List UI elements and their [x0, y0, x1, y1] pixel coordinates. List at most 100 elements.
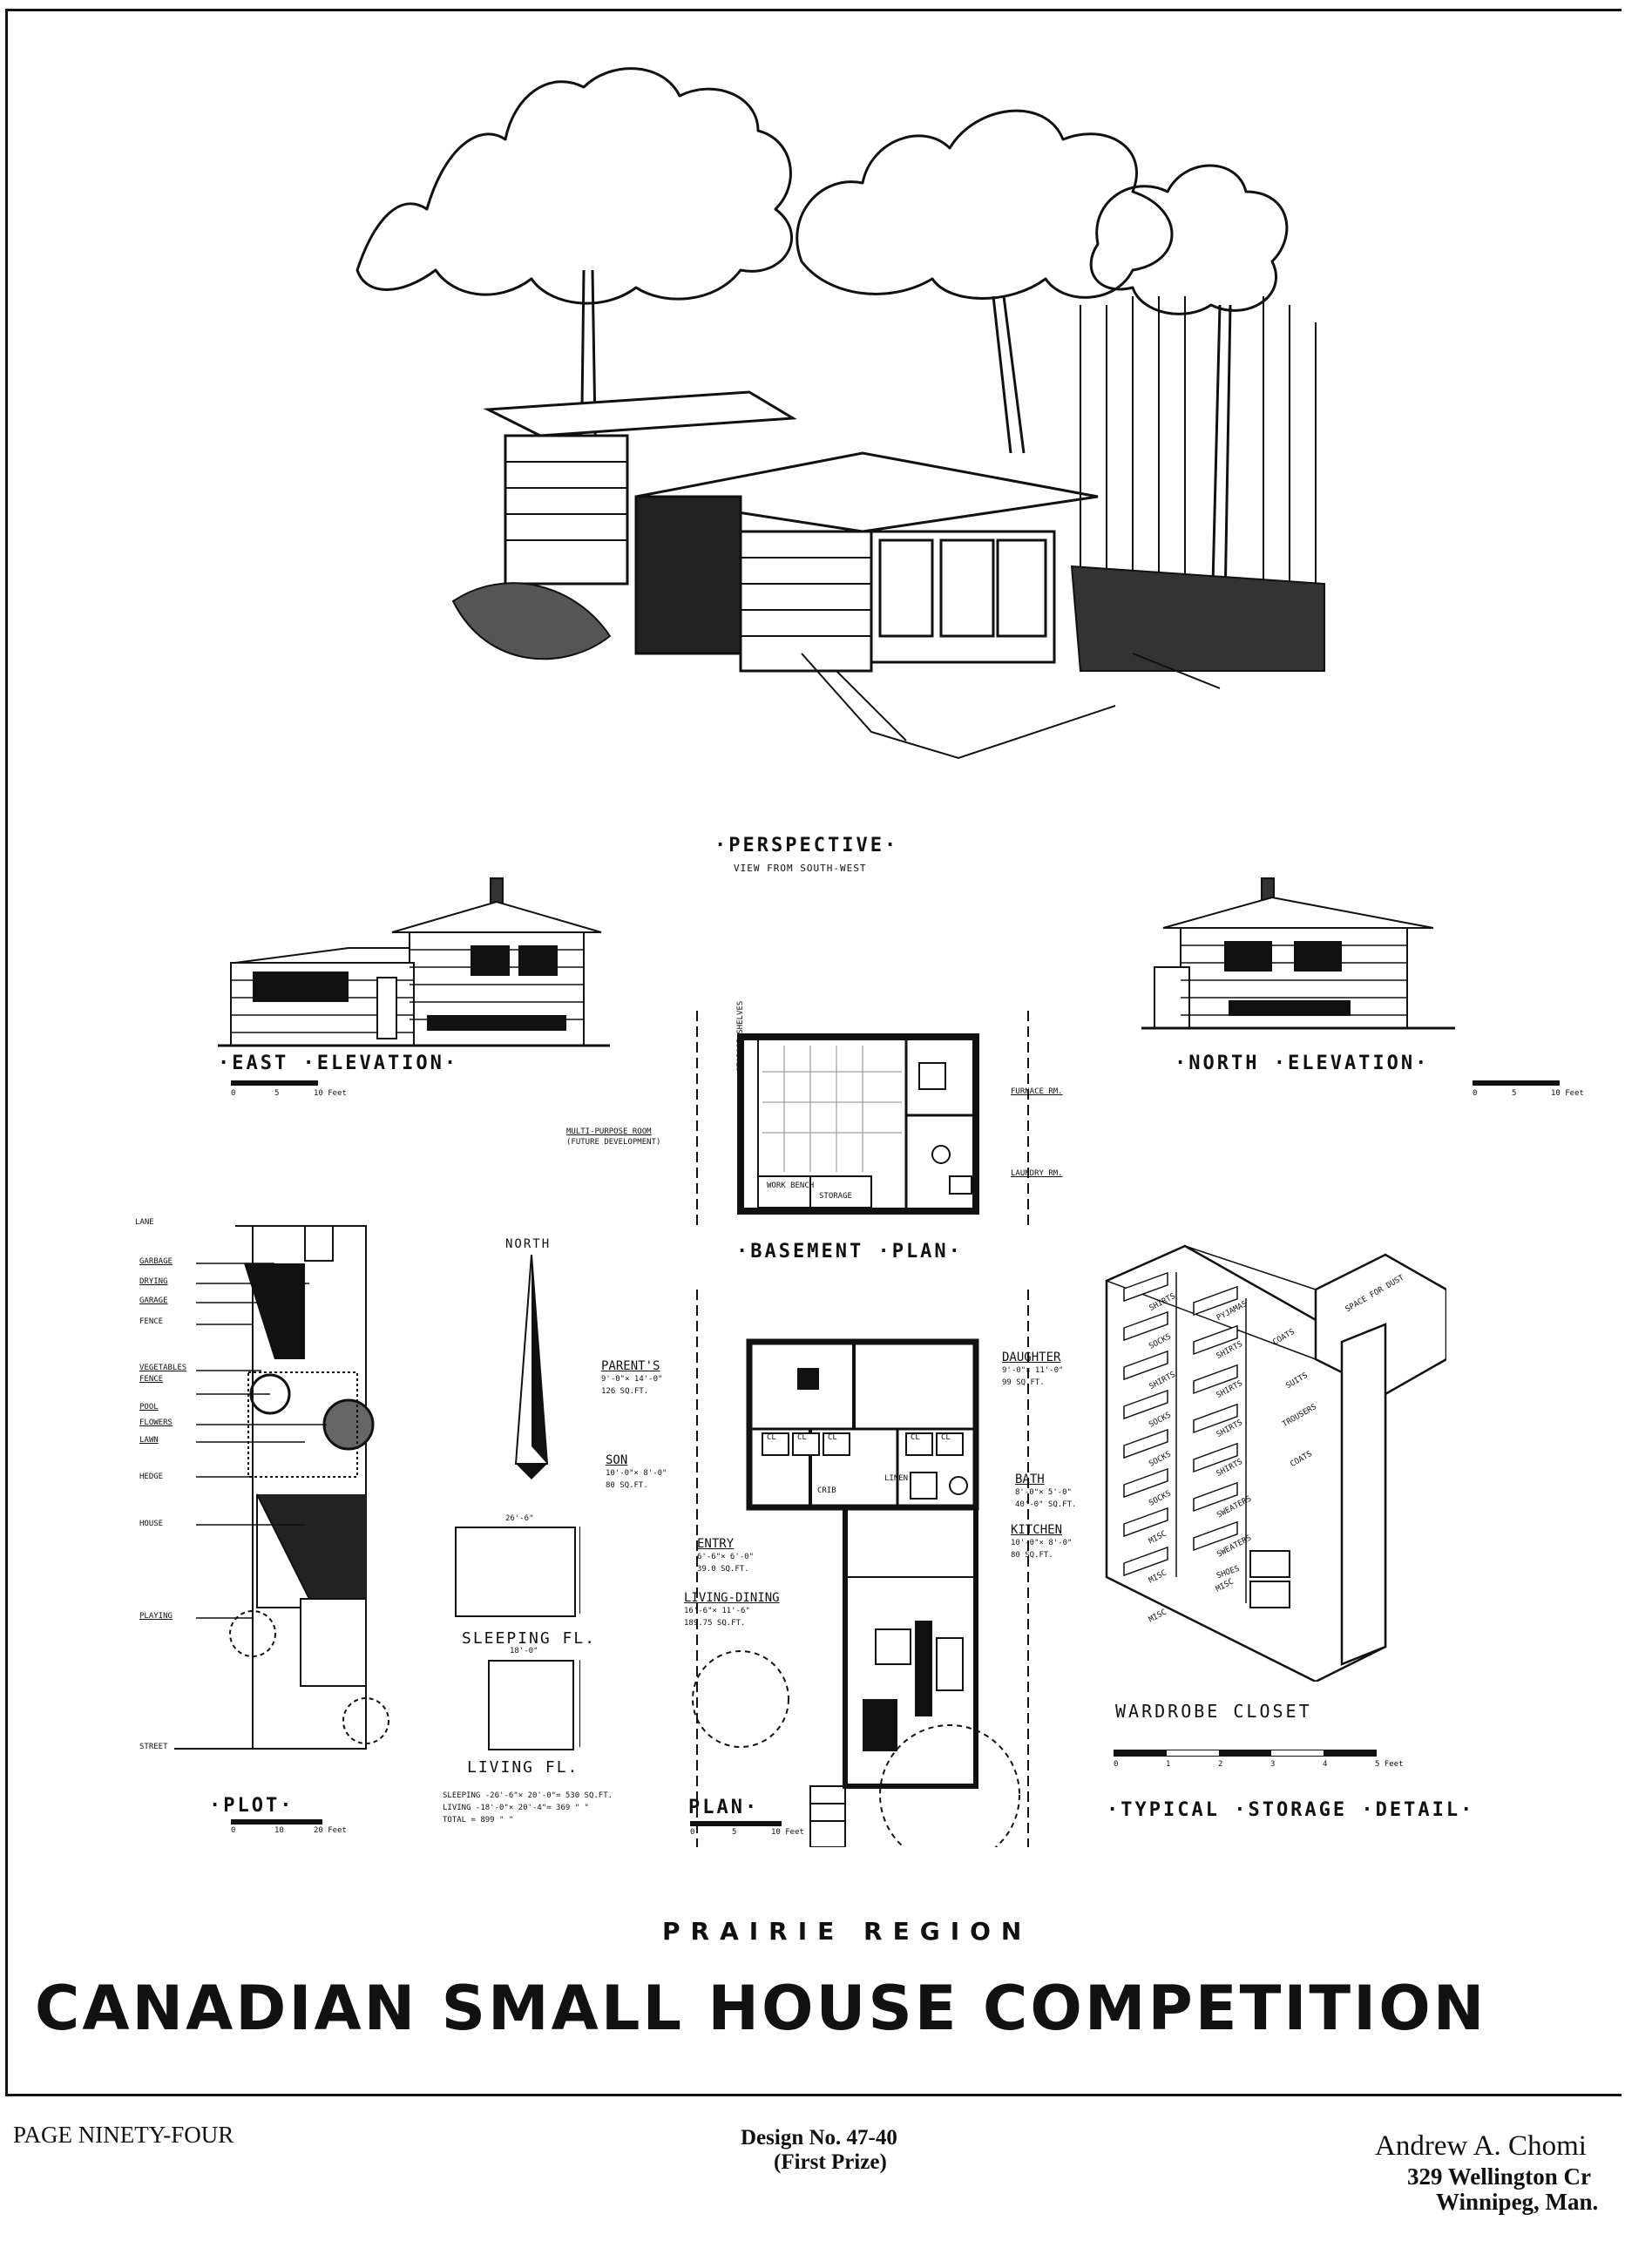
room-son-area: 80 SQ.FT.	[606, 1481, 648, 1490]
closet-label: CL	[911, 1433, 920, 1442]
north-arrow-icon	[514, 1255, 549, 1479]
basement-label-future: (FUTURE DEVELOPMENT)	[566, 1138, 661, 1147]
north-elevation-drawing	[1141, 877, 1455, 1030]
scale-label: 20 Feet	[314, 1826, 347, 1835]
main-floor-plan-drawing	[692, 1290, 1029, 1847]
basement-label-laundry: LAUNDRY RM.	[1011, 1169, 1063, 1178]
room-bath-area: 40'-0" SQ.FT.	[1015, 1500, 1077, 1509]
north-elevation-title: ·NORTH ·ELEVATION·	[1175, 1053, 1430, 1074]
sleeping-dim: 26'-6"	[505, 1514, 534, 1523]
room-living-name: LIVING-DINING	[684, 1591, 780, 1605]
scale-label: 10 Feet	[771, 1828, 804, 1837]
scale-label: 2	[1218, 1760, 1223, 1769]
sleeping-floor-box	[455, 1527, 576, 1617]
basement-plan-title: ·BASEMENT ·PLAN·	[736, 1241, 963, 1263]
scale-label: 0	[231, 1089, 236, 1098]
living-floor-label: LIVING FL.	[467, 1758, 579, 1777]
east-elevation-title: ·EAST ·ELEVATION·	[218, 1053, 459, 1074]
room-kitchen-area: 80 SQ.FT.	[1011, 1551, 1053, 1560]
plan-title: PLAN·	[688, 1797, 760, 1818]
north-label: NORTH	[505, 1237, 552, 1251]
dimension-line	[579, 1660, 580, 1747]
area-line-sleeping: SLEEPING -26'-6"× 20'-0"= 530 SQ.FT.	[443, 1791, 613, 1800]
room-bath-dims: 8'-0"× 5'-0"	[1015, 1488, 1073, 1497]
east-elevation-scale-bar	[231, 1080, 318, 1086]
scale-label: 0	[231, 1826, 236, 1835]
storage-detail-title: ·TYPICAL ·STORAGE ·DETAIL·	[1107, 1799, 1475, 1821]
storage-detail-drawing	[1105, 1244, 1446, 1682]
scale-label: 10 Feet	[314, 1089, 347, 1098]
room-parents-area: 126 SQ.FT.	[601, 1387, 649, 1396]
basement-label-storage-shelves: STORAGE SHELVES	[736, 1000, 745, 1072]
basement-label-furnace: FURNACE RM.	[1011, 1087, 1063, 1096]
scale-label: 10 Feet	[1551, 1089, 1584, 1098]
room-kitchen-name: KITCHEN	[1011, 1523, 1063, 1537]
room-son-name: SON	[606, 1453, 628, 1467]
basement-plan-drawing	[696, 1011, 1029, 1229]
prize-label: (First Prize)	[774, 2150, 887, 2174]
room-daughter-area: 99 SQ.FT.	[1002, 1378, 1045, 1387]
room-kitchen-dims: 10'-0"× 8'-0"	[1011, 1539, 1073, 1547]
scale-label: 0	[1114, 1760, 1119, 1769]
page-number: PAGE NINETY-FOUR	[13, 2122, 234, 2148]
room-living-dims: 16'-6"× 11'-6"	[684, 1607, 750, 1615]
scale-label: 5	[274, 1089, 280, 1098]
basement-label-storage: STORAGE	[819, 1192, 852, 1201]
plot-drawing	[174, 1225, 389, 1750]
scale-label: 5	[1512, 1089, 1517, 1098]
plot-label: HEDGE	[139, 1473, 164, 1481]
sleeping-floor-label: SLEEPING FL.	[462, 1629, 597, 1648]
plot-label: HOUSE	[139, 1520, 164, 1528]
author-name: Andrew A. Chomi	[1375, 2130, 1587, 2162]
scale-label: 0	[690, 1828, 695, 1837]
closet-label: CL	[941, 1433, 951, 1442]
region-heading: PRAIRIE REGION	[662, 1917, 1032, 1946]
plot-label: FENCE	[139, 1317, 164, 1326]
room-parents-dims: 9'-0"× 14'-0"	[601, 1375, 663, 1384]
room-living-area: 189.75 SQ.FT.	[684, 1619, 746, 1628]
scale-label: 5 Feet	[1375, 1760, 1404, 1769]
area-line-total: TOTAL = 899 " "	[443, 1816, 514, 1825]
tree-canopy-left	[355, 67, 793, 305]
room-entry-dims: 6'-6"× 6'-0"	[697, 1553, 755, 1561]
plot-label: LANE	[135, 1218, 154, 1227]
room-daughter-dims: 9'-0"× 11'-0"	[1002, 1366, 1064, 1375]
scale-label: 0	[1473, 1089, 1478, 1098]
plot-label: FLOWERS	[139, 1418, 173, 1427]
competition-title: CANADIAN SMALL HOUSE COMPETITION	[35, 1973, 1487, 2044]
design-number: Design No. 47-40	[741, 2126, 897, 2150]
scale-label: 5	[732, 1828, 737, 1837]
crib-label: CRIB	[817, 1486, 836, 1495]
living-floor-box	[488, 1660, 574, 1750]
plot-scale-bar	[231, 1819, 322, 1825]
plot-label: DRYING	[139, 1277, 168, 1286]
living-dim: 18'-0"	[510, 1647, 538, 1655]
plot-label: FENCE	[139, 1375, 164, 1384]
plot-label: GARBAGE	[139, 1257, 173, 1266]
room-bath-name: BATH	[1015, 1473, 1045, 1486]
tree-canopy-far-right	[1089, 164, 1289, 315]
plot-label: PLAYING	[139, 1612, 173, 1621]
tree-trunk	[992, 295, 1026, 454]
linen-label: LINEN	[884, 1474, 909, 1483]
room-parents-name: PARENT'S	[601, 1359, 660, 1373]
plot-label: VEGETABLES	[139, 1364, 187, 1372]
area-line-living: LIVING -18'-0"× 20'-4"= 369 " "	[443, 1804, 589, 1812]
closet-label: CL	[828, 1433, 837, 1442]
page-frame	[5, 9, 1622, 2096]
author-city: Winnipeg, Man.	[1436, 2189, 1599, 2215]
north-elevation-scale-bar	[1473, 1080, 1560, 1086]
room-son-dims: 10'-0"× 8'-0"	[606, 1469, 667, 1478]
dimension-line	[579, 1527, 580, 1614]
author-address: 329 Wellington Cr	[1407, 2163, 1592, 2190]
plot-label: STREET	[139, 1743, 168, 1751]
scale-label: 3	[1270, 1760, 1276, 1769]
plot-label: GARAGE	[139, 1297, 168, 1305]
closet-label: CL	[767, 1433, 776, 1442]
scale-label: 4	[1323, 1760, 1328, 1769]
scale-label: 1	[1166, 1760, 1171, 1769]
perspective-caption: VIEW FROM SOUTH-WEST	[734, 863, 867, 874]
basement-label-work-bench: WORK BENCH	[767, 1181, 815, 1190]
tree-canopy-right	[796, 109, 1174, 300]
east-elevation-drawing	[218, 877, 610, 1047]
